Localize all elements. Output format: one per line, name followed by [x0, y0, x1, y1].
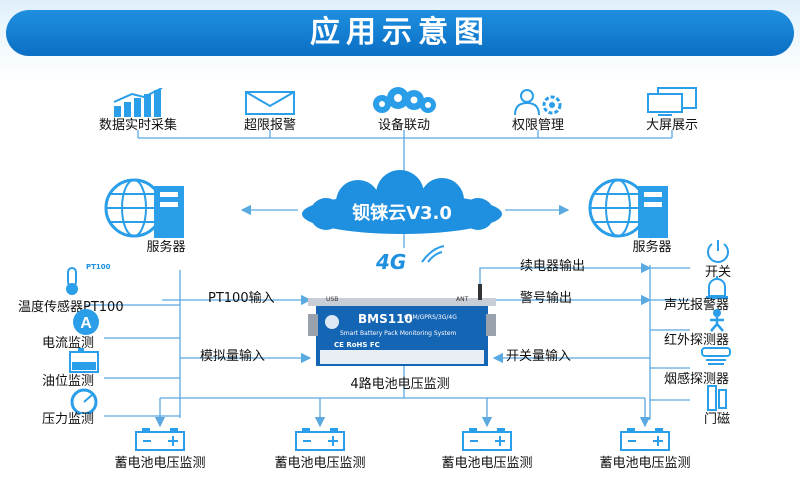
- battery-icon: [462, 428, 512, 451]
- link-switch-input: 开关量输入: [506, 349, 572, 364]
- device-body: [308, 284, 496, 366]
- cloud-icon: [302, 170, 502, 234]
- link-relay-output: 续电器输出: [520, 259, 586, 274]
- device-sound-light-alarm: 声光报警器: [664, 298, 730, 313]
- server-left-label: 服务器: [146, 240, 186, 255]
- device-usb-label: USB: [326, 296, 339, 303]
- device-ant-label: ANT: [456, 296, 469, 303]
- battery-label-1: 蓄电池电压监测: [114, 456, 206, 471]
- smoke-detector-icon: [701, 347, 731, 365]
- device-certs: CE RoHS FC: [334, 341, 380, 349]
- door-magnet-icon: [707, 385, 727, 411]
- sensor-oil-level: 油位监测: [42, 374, 95, 389]
- func-overlimit-alarm: 超限报警: [243, 118, 297, 133]
- ammeter-icon: A: [73, 309, 99, 335]
- gears-cloud-icon: [373, 87, 436, 113]
- thermometer-icon: [66, 267, 78, 295]
- title-banner: [0, 0, 800, 84]
- user-gear-icon: [514, 89, 562, 116]
- envelope-icon: [245, 91, 295, 115]
- battery-icon: [135, 428, 185, 451]
- device-smoke-detector: 烟感探测器: [664, 372, 730, 387]
- sensor-temperature: 温度传感器PT100: [18, 300, 124, 315]
- device-model: BMS110: [358, 312, 413, 326]
- device-bands: GSM/GPRS/3G/4G: [404, 314, 457, 321]
- func-permission-mgmt: 权限管理: [511, 118, 565, 133]
- device-infrared-detector: 红外探测器: [664, 333, 730, 348]
- device-door-magnet: 门磁: [703, 412, 731, 427]
- pt100-tag: PT100: [86, 263, 111, 271]
- func-big-screen: 大屏展示: [645, 118, 699, 133]
- alarm-siren-icon: [706, 276, 728, 299]
- battery-label-2: 蓄电池电压监测: [274, 456, 366, 471]
- link-pt100-input: PT100输入: [208, 291, 275, 306]
- oil-level-icon: [69, 348, 99, 373]
- cloud-label: 钡铼云V3.0: [352, 203, 452, 224]
- page-title: 应用示意图: [310, 15, 490, 50]
- title-pill: [6, 10, 794, 56]
- server-right-label: 服务器: [632, 240, 672, 255]
- func-data-collection: 数据实时采集: [98, 118, 178, 133]
- infrared-person-icon: [710, 309, 724, 332]
- server-globe-icon: [104, 178, 184, 238]
- battery-icon: [620, 428, 670, 451]
- battery-icon: [295, 428, 345, 451]
- network-4g-label: 4G: [376, 250, 407, 274]
- device-subtitle: Smart Battery Pack Monitoring System: [340, 330, 457, 337]
- device-switch: 开关: [704, 265, 732, 280]
- monitor-icon: [647, 87, 697, 116]
- battery-label-3: 蓄电池电压监测: [441, 456, 533, 471]
- link-battery-voltage: 4路电池电压监测: [350, 377, 450, 392]
- power-switch-icon: [707, 240, 729, 263]
- pressure-gauge-icon: [70, 388, 98, 414]
- link-analog-input: 模拟量输入: [200, 349, 266, 364]
- sensor-pressure: 压力监测: [42, 412, 95, 427]
- sensor-current: 电流监测: [42, 336, 95, 351]
- bms-device: USB ANT BMS110 GSM/GPRS/3G/4G Smart Batt…: [306, 284, 498, 370]
- link-alarm-output: 警号输出: [520, 291, 573, 306]
- svg-text:A: A: [80, 315, 92, 332]
- battery-label-4: 蓄电池电压监测: [599, 456, 691, 471]
- signal-icon: [421, 245, 445, 263]
- server-globe-icon: [588, 178, 668, 238]
- func-device-linkage: 设备联动: [377, 118, 431, 133]
- bar-chart-icon: [113, 88, 163, 117]
